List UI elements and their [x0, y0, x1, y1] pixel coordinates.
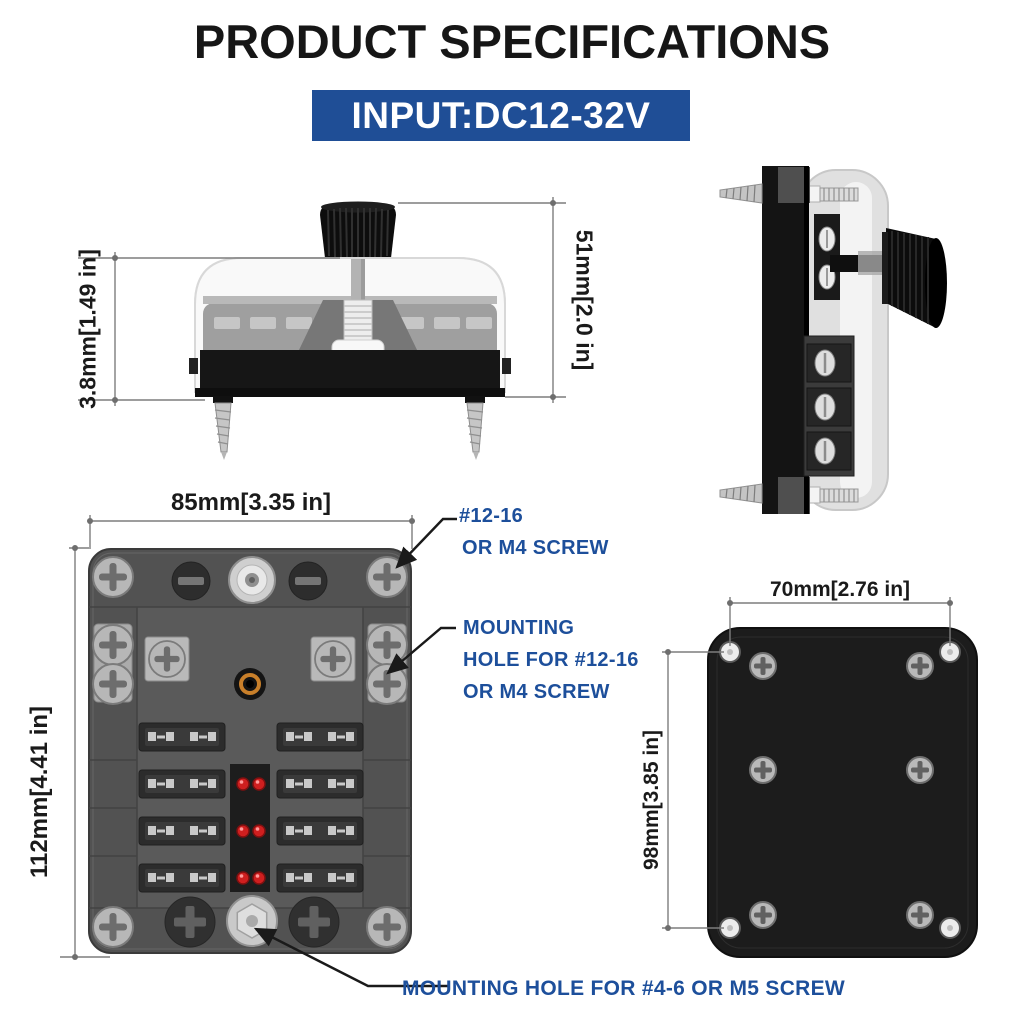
bus-terminal-icon — [144, 636, 190, 682]
negative-terminal-icon — [171, 561, 211, 601]
top-center-stud-nut-icon — [228, 556, 276, 604]
back-view-illustration — [707, 627, 978, 958]
mounting-screw-icon — [466, 402, 484, 460]
positive-terminal-icon — [288, 896, 340, 948]
arrow-side-mounting-hole — [386, 626, 456, 675]
dimension-lines — [60, 197, 951, 958]
top-width-label: 85mm[3.35 in] — [170, 489, 332, 516]
front-cover-height-label: 3.8mm[1.49 in] — [74, 249, 101, 409]
side-mounting-hole-annotation-line1: MOUNTING — [463, 617, 575, 639]
front-view-illustration — [189, 201, 511, 460]
side-view-illustration — [719, 166, 947, 514]
top-view-illustration — [88, 548, 412, 954]
input-voltage-banner: INPUT:DC12-32V — [312, 90, 690, 141]
negative-terminal-icon — [288, 561, 328, 601]
base — [189, 350, 511, 403]
fuse-tops-through-cover — [214, 317, 492, 329]
mounting-screw-icon — [214, 402, 232, 460]
positive-terminal-icon — [164, 896, 216, 948]
bus-terminal-icon — [310, 636, 356, 682]
arrow-corner-screw — [395, 517, 457, 569]
mounting-screw-icon — [719, 183, 763, 204]
back-hole-spacing-x-label: 70mm[2.76 in] — [769, 578, 911, 601]
front-total-height-label: 51mm[2.0 in] — [571, 229, 598, 371]
mounting-plate — [707, 627, 978, 958]
corner-screw-annotation-line1: #12-16 — [459, 505, 524, 527]
knob-icon — [320, 201, 396, 258]
lower-terminal-block — [803, 335, 855, 477]
annotation-arrows — [253, 517, 457, 988]
dimension-ticks — [72, 200, 953, 960]
arrow-center-mounting-hole — [253, 927, 448, 988]
side-mounting-hole-annotation-line3: OR M4 SCREW — [463, 681, 610, 703]
mounting-screw-icon — [719, 483, 763, 504]
center-mounting-hole-annotation: MOUNTING HOLE FOR #4-6 OR M5 SCREW — [402, 977, 846, 1000]
page-title: PRODUCT SPECIFICATIONS — [193, 15, 831, 68]
center-hole-icon — [234, 668, 266, 700]
led-indicator-strip — [230, 764, 270, 892]
corner-screw-annotation-line2: OR M4 SCREW — [462, 537, 609, 559]
side-mounting-hole-annotation-line2: HOLE FOR #12-16 — [463, 649, 639, 671]
back-hole-spacing-y-label: 98mm[3.85 in] — [640, 729, 663, 871]
top-height-label: 112mm[4.41 in] — [26, 705, 53, 879]
knob-icon — [882, 228, 947, 328]
